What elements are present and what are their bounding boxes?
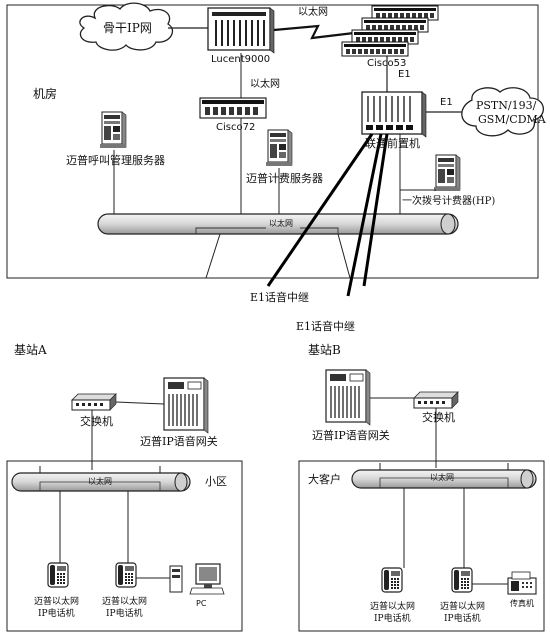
phone-a2-label-line2: IP电话机 [106,609,143,619]
ip-phone-b1-icon [381,567,403,593]
one-stage-billing-device-icon [433,154,461,192]
pstn-label-line1: PSTN/193/ [476,99,537,112]
community-label: 小区 [205,475,227,488]
ethernet-top-label: 以太网 [298,7,328,18]
top-ethernet-bus [97,213,459,235]
phone-b2-label-line1: 迈普以太网 [440,602,486,612]
top-bus-tap-right [300,227,339,234]
e1-trunk-label-2: E1话音中继 [296,320,356,333]
e1-trunk-line-2 [346,133,383,297]
e1-trunk-line-1 [266,133,374,287]
ethernet-mid-label: 以太网 [250,79,280,90]
billing-server-icon [265,129,293,167]
pstn-label-line2: GSM/CDMA [478,113,546,126]
ip-phone-a1-icon [47,562,69,588]
machine-room-label: 机房 [33,87,58,101]
pstn-cloud-icon [461,87,544,137]
switch-a-to-gateway-link [115,401,165,405]
community-frame [6,460,243,632]
ip-phone-a2-icon [115,562,137,588]
e1-trunk-label-1: E1话音中继 [250,291,310,304]
big-customer-label: 大客户 [308,473,341,486]
ethernet-bus-b [351,469,537,489]
cisco72-router-icon [199,97,267,119]
pc-label: PC [196,599,207,608]
gateway-a-label: 迈普IP语音网关 [140,435,218,448]
bus-a-label: 以太网 [88,477,112,486]
big-customer-frame [298,460,545,632]
ethernet-zigzag-link [273,24,355,40]
e1-trunk-line-3 [362,133,389,287]
phone-b1-label-line1: 迈普以太网 [370,602,416,612]
cisco53-label: Cisco53 [367,58,407,69]
phone-a1-label-line2: IP电话机 [38,609,75,619]
gateway-a-icon [163,377,209,434]
bus-a-tap [39,481,161,491]
bus-b-label: 以太网 [430,473,454,482]
one-stage-billing-label: 一次拨号计费器(HP) [402,196,496,207]
lucent9000-router-icon [207,7,275,54]
backbone-ip-cloud-icon [79,2,173,51]
ip-phone-b2-icon [451,567,473,593]
switch-a-label: 交换机 [80,415,113,428]
bus-b-tap [379,477,509,488]
call-mgmt-server-label: 迈普呼叫管理服务器 [66,154,165,167]
phone-b1-label-line2: IP电话机 [374,614,411,624]
call-management-server-icon [99,111,127,149]
lucent9000-label: Lucent9000 [211,54,271,65]
fax-label: 传真机 [510,599,534,608]
gateway-b-icon [325,369,371,426]
unicom-front-machine-icon [361,91,427,138]
e1-vertical-label: E1 [398,69,411,80]
top-bus-tap-left [195,227,266,234]
e1-horizontal-label: E1 [440,97,453,108]
top-bus-label: 以太网 [269,219,293,228]
station-a-label: 基站A [14,343,47,357]
cisco53-router-icon [341,5,439,57]
gateway-b-label: 迈普IP语音网关 [312,429,390,442]
unicom-front-label: 联通前置机 [365,137,420,150]
billing-server-label: 迈普计费服务器 [246,172,323,185]
station-b-label: 基站B [308,343,341,357]
cisco72-label: Cisco72 [216,122,256,133]
bus-down-left [205,233,221,279]
fax-icon [507,571,537,595]
switch-a-icon [71,393,117,411]
switch-b-label: 交换机 [422,411,455,424]
phone-b2-label-line2: IP电话机 [444,614,481,624]
backbone-ip-label: 骨干IP网 [103,21,152,35]
switch-b-icon [413,391,459,409]
phone-a1-label-line1: 迈普以太网 [34,597,80,607]
phone-a2-label-line1: 迈普以太网 [102,597,148,607]
pc-a-icon [169,563,225,595]
bus-down-right [337,233,351,279]
